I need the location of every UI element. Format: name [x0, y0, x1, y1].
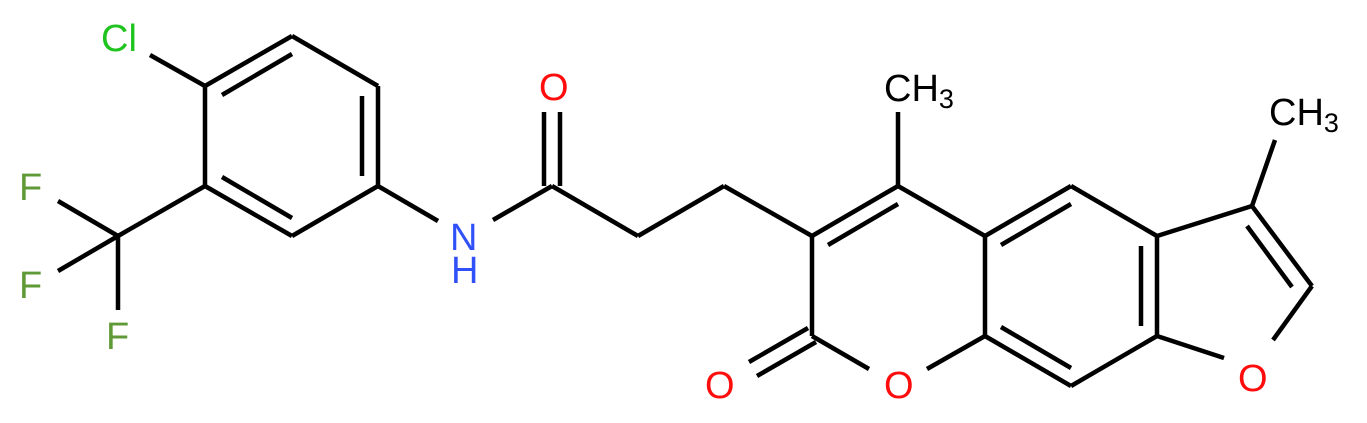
aryl-cf3-bond [116, 184, 207, 238]
lactone-carbonyl-bond [755, 340, 818, 378]
furan-ring [1156, 203, 1314, 361]
chain-bond [636, 184, 726, 238]
lactone-carbonyl-bond [747, 326, 810, 364]
pyran-ring-oxygen: O [884, 365, 914, 407]
c-f-bond [56, 234, 120, 273]
nitrogen-atom: N [450, 217, 477, 259]
chain-bond [722, 184, 814, 238]
nh-hydrogen: H [451, 250, 478, 292]
chain-bond [550, 184, 640, 238]
c-f-bond [56, 199, 120, 238]
benzene-ring [982, 184, 1160, 388]
lactone-carbonyl-oxygen: O [705, 365, 735, 407]
methyl-bond [1249, 139, 1278, 207]
furan-oxygen: O [1238, 358, 1268, 400]
pyranone-ring [809, 184, 987, 371]
fluorine-atom-1: F [19, 167, 42, 209]
amide-oxygen: O [539, 67, 569, 109]
c-cl-bond [148, 53, 207, 88]
fluorine-atom-2: F [19, 265, 42, 307]
chlorine-atom: Cl [101, 18, 137, 60]
phenyl-ring [202, 34, 381, 238]
methyl-group-3: CH3 [1269, 92, 1339, 138]
fluorine-atom-3: F [106, 316, 129, 358]
n-carbonyl-bond [491, 184, 554, 222]
methyl-group-4: CH3 [884, 68, 954, 114]
aryl-n-bond [376, 184, 440, 223]
